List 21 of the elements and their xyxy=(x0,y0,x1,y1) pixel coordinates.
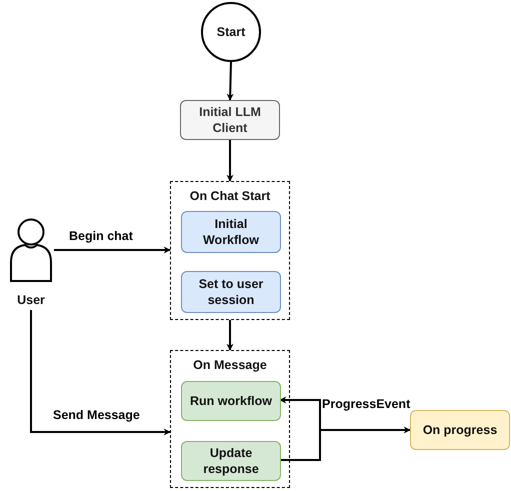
edge-label: Send Message xyxy=(53,408,140,422)
group-title: On Message xyxy=(193,357,267,373)
arrow xyxy=(280,426,411,461)
process-box: Initial LLM Client xyxy=(180,100,280,140)
arrow xyxy=(54,246,171,254)
group-container xyxy=(170,181,290,320)
process-box: Run workflow xyxy=(181,381,281,421)
process-box: Initial Workflow xyxy=(181,211,281,253)
start-circle: Start xyxy=(201,2,261,62)
process-box: Set to user session xyxy=(181,271,281,313)
group-title: On Chat Start xyxy=(190,188,270,204)
edge-label: Begin chat xyxy=(69,229,133,243)
arrow xyxy=(30,310,171,436)
process-box: Update response xyxy=(181,441,281,481)
actor-label: User xyxy=(17,292,45,308)
edge-label: ProgressEvent xyxy=(322,397,410,411)
process-box: On progress xyxy=(410,410,510,450)
arrow xyxy=(226,140,234,182)
arrow xyxy=(226,320,234,351)
arrow xyxy=(226,62,234,101)
group-container xyxy=(170,350,290,488)
